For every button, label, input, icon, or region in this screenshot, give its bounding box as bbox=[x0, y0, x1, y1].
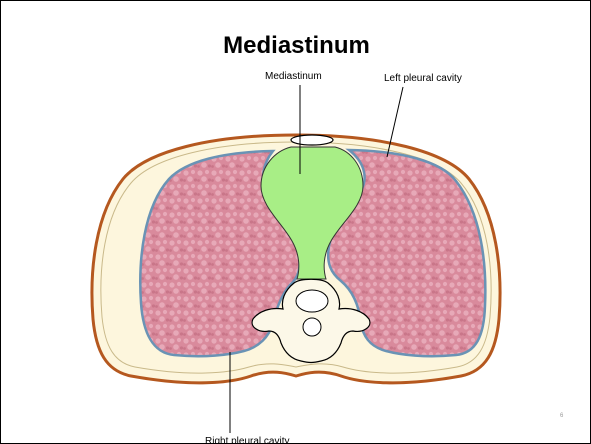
label-mediastinum: Mediastinum bbox=[265, 71, 322, 82]
page-number: 6 bbox=[560, 413, 563, 419]
label-left-pleural-cavity: Left pleural cavity bbox=[384, 73, 462, 84]
label-right-pleural-cavity: Right pleural cavity bbox=[205, 436, 289, 444]
sternum bbox=[291, 135, 333, 145]
